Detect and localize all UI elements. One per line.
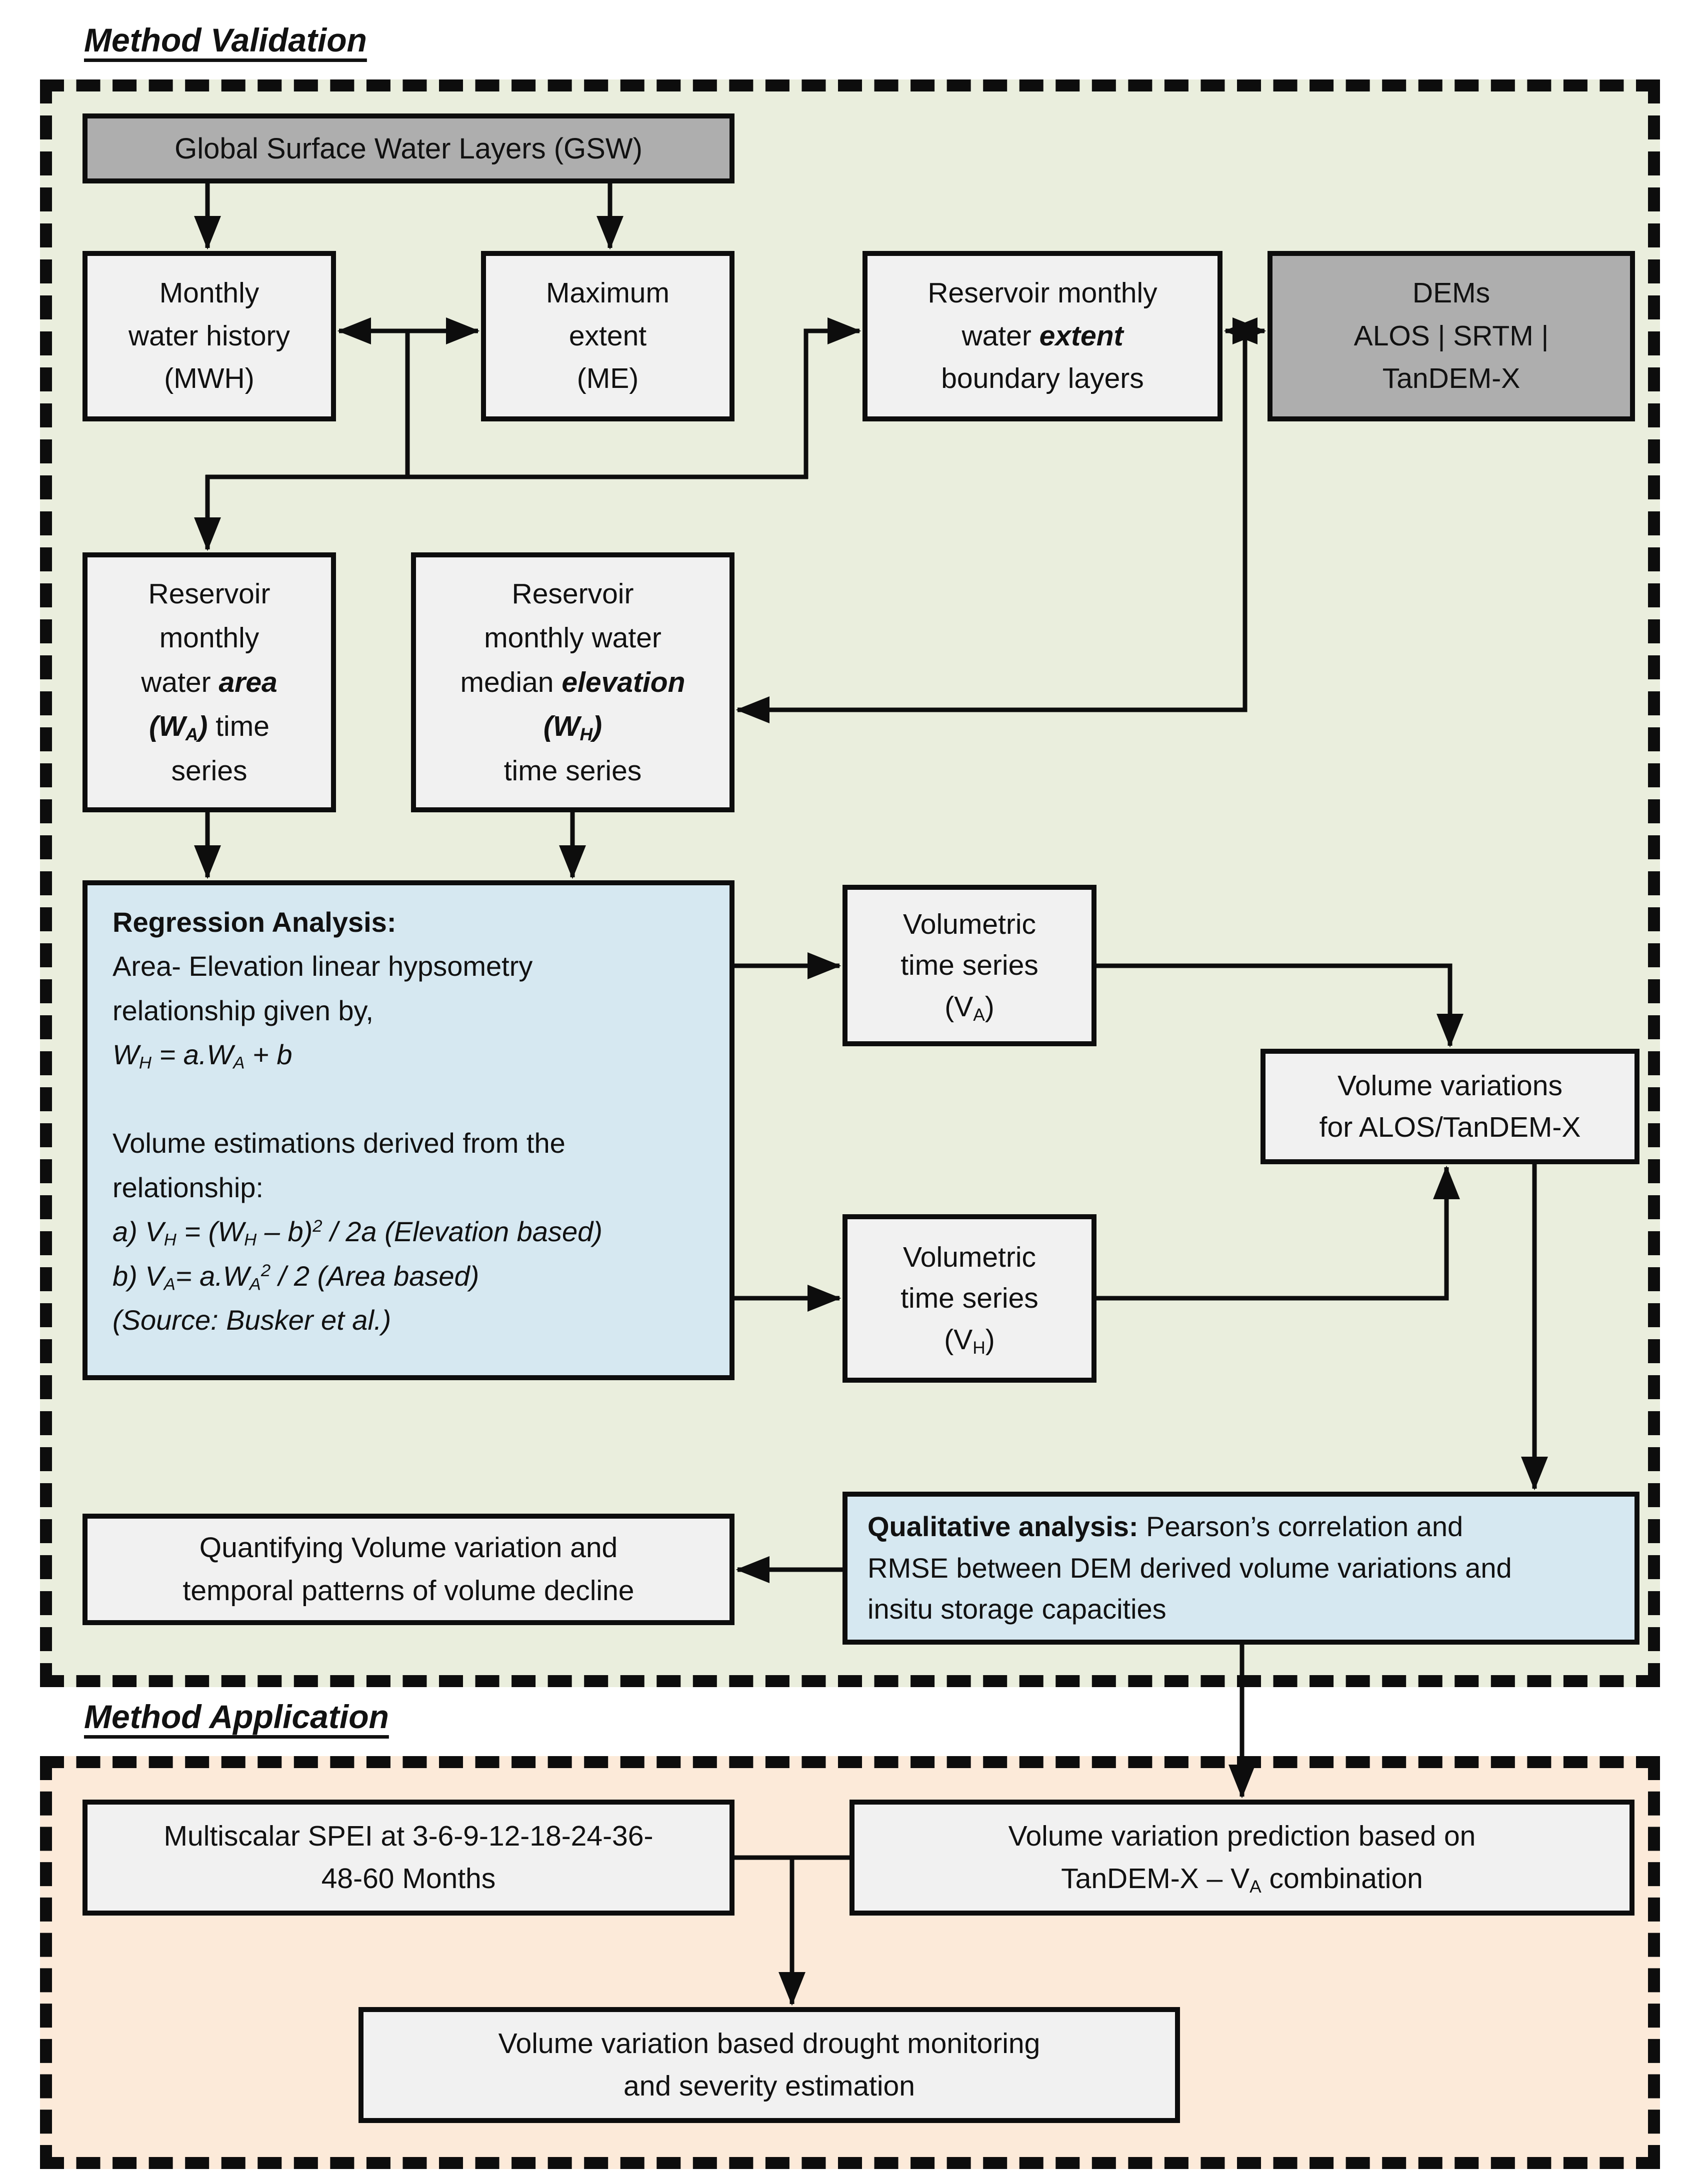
drought-monitoring-box: Volume variation based drought monitorin… (358, 2007, 1180, 2123)
qualitative-analysis-box: Qualitative analysis: Pearson’s correlat… (842, 1492, 1640, 1645)
gsw-box: Global Surface Water Layers (GSW) (82, 113, 734, 183)
method-validation-title: Method Validation (84, 21, 367, 58)
regression-analysis-box: Regression Analysis:Area- Elevation line… (82, 880, 734, 1380)
multiscalar-spei-box: Multiscalar SPEI at 3-6-9-12-18-24-36-48… (82, 1800, 734, 1916)
method-application-title: Method Application (84, 1698, 389, 1735)
